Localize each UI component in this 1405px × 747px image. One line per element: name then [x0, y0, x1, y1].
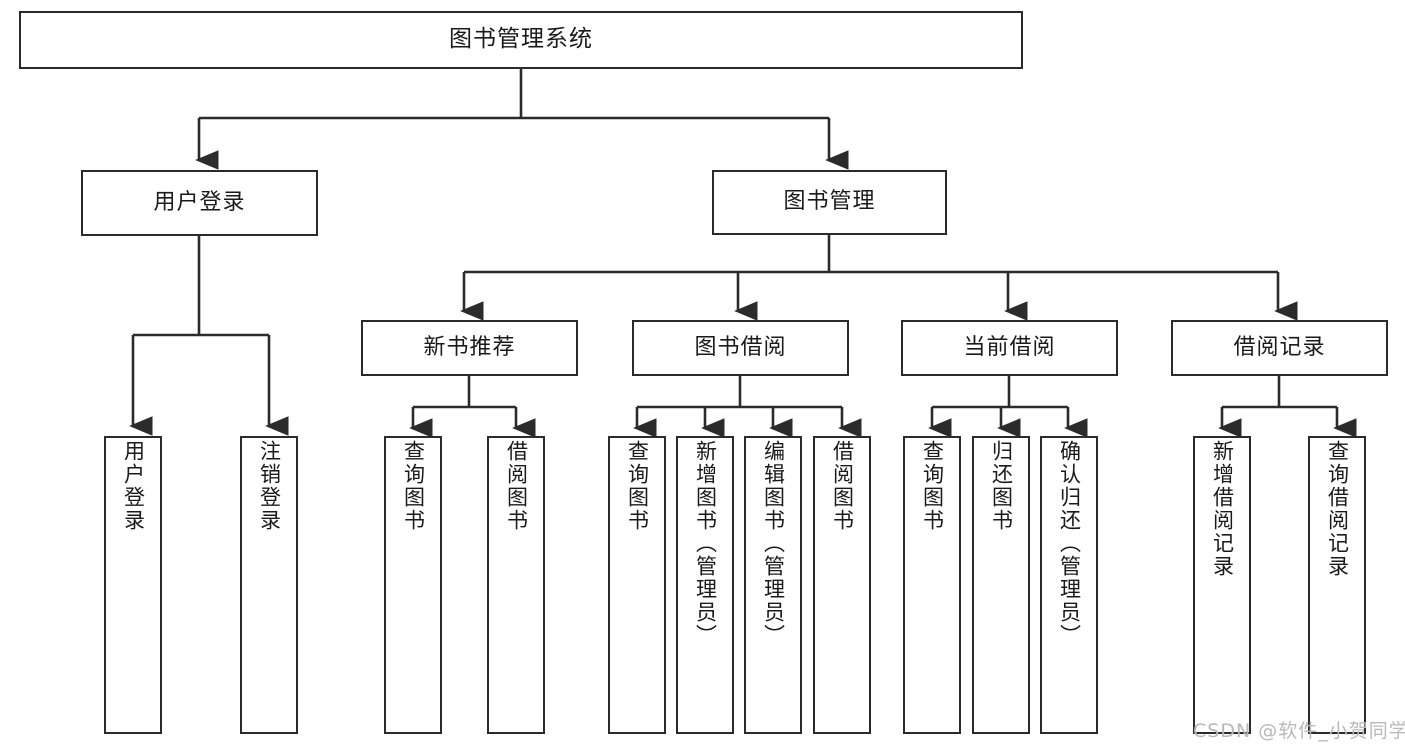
node-book-manage[interactable]: 图书管理 [712, 170, 947, 235]
node-root-system-label: 图书管理系统 [449, 26, 593, 53]
leaf-book-borrow-borrow[interactable]: 借阅图书 [813, 436, 871, 734]
leaf-current-borrow-query[interactable]: 查询图书 [903, 436, 961, 734]
node-current-borrow[interactable]: 当前借阅 [901, 320, 1118, 376]
node-root-system[interactable]: 图书管理系统 [19, 11, 1023, 69]
leaf-label: 查询图书 [920, 440, 945, 532]
csdn-watermark: CSDN @软件_小贺同学 [1193, 720, 1405, 742]
leaf-label: 查询借阅记录 [1325, 440, 1350, 578]
leaf-label: 新增借阅记录 [1210, 440, 1235, 578]
leaf-book-borrow-query[interactable]: 查询图书 [608, 436, 666, 734]
leaf-label: 用户登录 [121, 440, 146, 532]
node-user-login-label: 用户登录 [153, 189, 246, 215]
node-book-borrow[interactable]: 图书借阅 [632, 320, 849, 376]
leaf-label: 新增图书（管理员） [693, 440, 718, 647]
node-borrow-record[interactable]: 借阅记录 [1171, 320, 1388, 376]
leaf-label: 借阅图书 [504, 440, 529, 532]
leaf-current-borrow-confirm-return[interactable]: 确认归还（管理员） [1040, 436, 1098, 734]
leaf-current-borrow-return[interactable]: 归还图书 [972, 436, 1030, 734]
node-user-login[interactable]: 用户登录 [81, 170, 318, 236]
leaf-label: 查询图书 [401, 440, 426, 532]
leaf-user-login-login[interactable]: 用户登录 [104, 436, 162, 734]
leaf-label: 确认归还（管理员） [1057, 440, 1082, 647]
node-borrow-record-label: 借阅记录 [1233, 334, 1326, 360]
node-new-book-recommend[interactable]: 新书推荐 [361, 320, 578, 376]
node-book-manage-label: 图书管理 [783, 189, 876, 215]
node-current-borrow-label: 当前借阅 [963, 334, 1056, 360]
leaf-borrow-record-query[interactable]: 查询借阅记录 [1308, 436, 1366, 734]
leaf-label: 归还图书 [989, 440, 1014, 532]
leaf-book-borrow-add[interactable]: 新增图书（管理员） [676, 436, 734, 734]
leaf-book-borrow-edit[interactable]: 编辑图书（管理员） [744, 436, 802, 734]
leaf-label: 编辑图书（管理员） [761, 440, 786, 647]
leaf-label: 注销登录 [257, 440, 282, 532]
leaf-new-book-query[interactable]: 查询图书 [384, 436, 442, 734]
leaf-user-login-logout[interactable]: 注销登录 [240, 436, 298, 734]
leaf-new-book-borrow[interactable]: 借阅图书 [487, 436, 545, 734]
leaf-borrow-record-add[interactable]: 新增借阅记录 [1193, 436, 1251, 734]
node-book-borrow-label: 图书借阅 [694, 334, 787, 360]
leaf-label: 查询图书 [625, 440, 650, 532]
node-new-book-recommend-label: 新书推荐 [423, 334, 516, 360]
leaf-label: 借阅图书 [830, 440, 855, 532]
